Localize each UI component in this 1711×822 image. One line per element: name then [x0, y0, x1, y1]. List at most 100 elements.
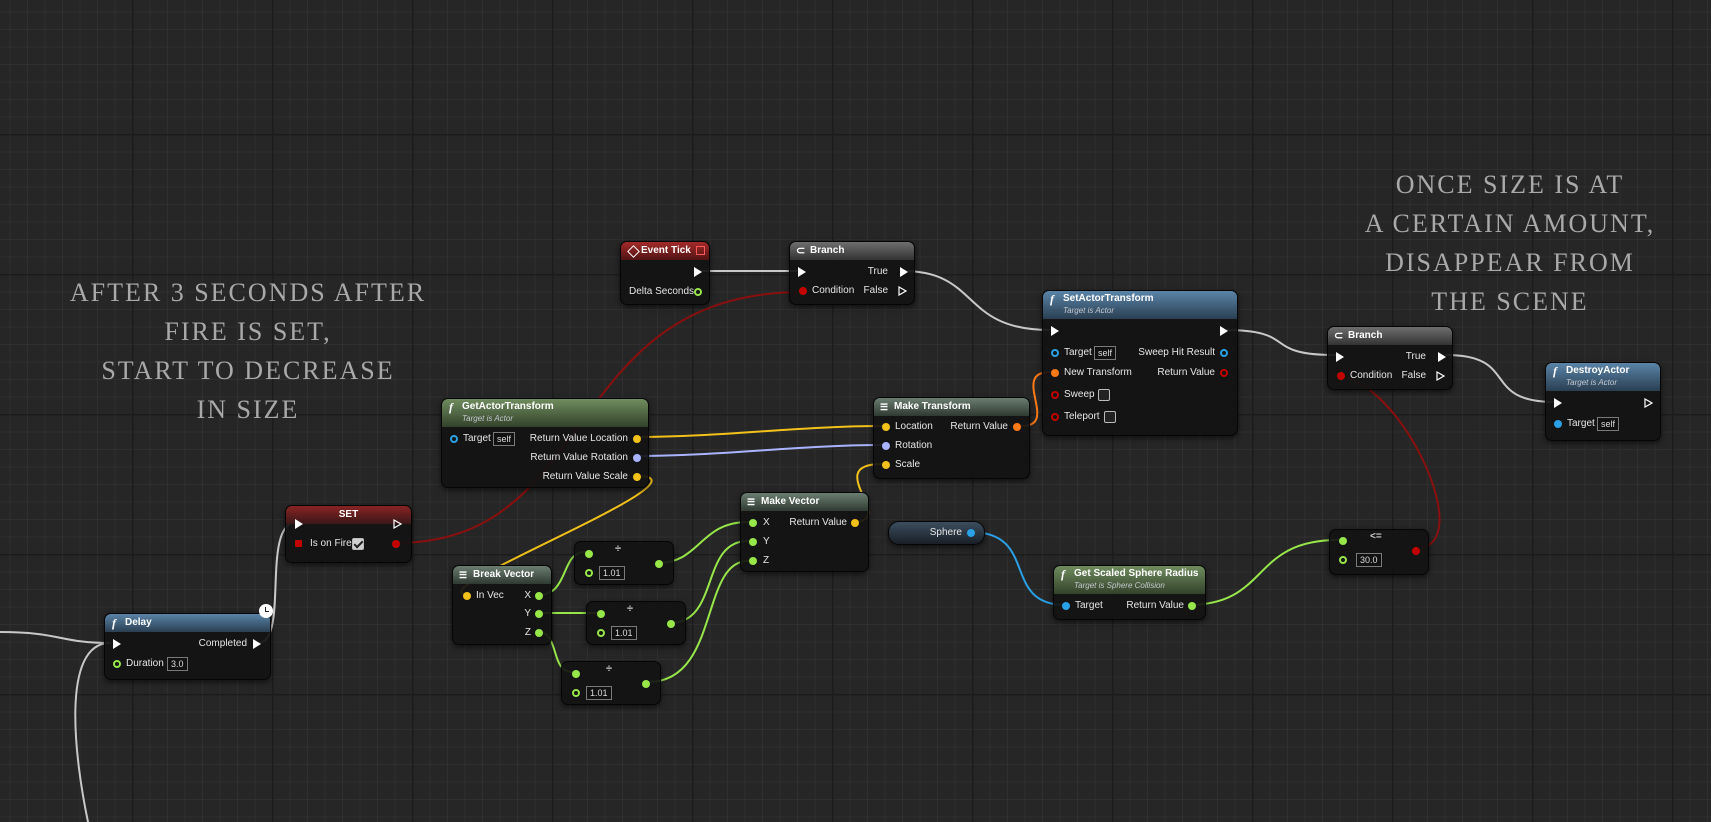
- node-divide-x[interactable]: 1.01 ÷: [574, 541, 674, 585]
- function-icon: f: [112, 616, 116, 630]
- duration-value-box[interactable]: 3.0: [167, 657, 188, 671]
- condition-pin[interactable]: [1337, 372, 1345, 380]
- scale-pin[interactable]: [882, 461, 890, 469]
- z-in-pin[interactable]: [749, 557, 757, 565]
- target-pin[interactable]: [1051, 349, 1059, 357]
- location-pin[interactable]: [882, 423, 890, 431]
- result-out-pin[interactable]: [667, 620, 675, 628]
- y-out-pin[interactable]: [535, 610, 543, 618]
- b-in-pin[interactable]: [597, 629, 605, 637]
- divisor-value-box[interactable]: 1.01: [611, 626, 637, 640]
- new-transform-pin[interactable]: [1051, 369, 1059, 377]
- divisor-value-box[interactable]: 1.01: [586, 686, 612, 700]
- condition-pin[interactable]: [799, 287, 807, 295]
- target-value-box[interactable]: self: [1094, 346, 1117, 360]
- comment-left-line: After 3 seconds after: [69, 278, 427, 307]
- comment-right: Once size is at a certain amount, disapp…: [1320, 165, 1700, 321]
- x-in-pin[interactable]: [749, 519, 757, 527]
- sphere-out-pin[interactable]: [967, 529, 975, 537]
- node-title: Make Transform: [894, 401, 971, 412]
- return-value-pin[interactable]: [1220, 369, 1228, 377]
- is-on-fire-pin[interactable]: [295, 540, 302, 547]
- node-branch-1[interactable]: ⊂Branch True Condition False: [789, 241, 915, 305]
- exec-in-pin[interactable]: [798, 267, 806, 277]
- exec-true-pin[interactable]: [900, 267, 908, 277]
- exec-out-pin[interactable]: [1644, 398, 1653, 408]
- node-sphere-variable[interactable]: Sphere: [888, 521, 985, 545]
- a-in-pin[interactable]: [1339, 537, 1347, 545]
- target-value-box[interactable]: self: [1597, 417, 1620, 431]
- exec-in-pin[interactable]: [295, 519, 303, 529]
- sweep-pin[interactable]: [1051, 391, 1059, 399]
- a-in-pin[interactable]: [597, 610, 605, 618]
- exec-in-pin[interactable]: [1051, 326, 1059, 336]
- b-in-pin[interactable]: [572, 689, 580, 697]
- sweep-hit-result-pin[interactable]: [1220, 349, 1228, 357]
- delta-seconds-pin[interactable]: [694, 288, 702, 296]
- exec-false-pin[interactable]: [898, 286, 907, 296]
- exec-true-pin[interactable]: [1438, 352, 1446, 362]
- return-value-pin[interactable]: [1013, 423, 1021, 431]
- node-set-is-on-fire[interactable]: SET Is on Fire: [285, 505, 412, 563]
- exec-out-pin[interactable]: [1220, 326, 1228, 336]
- in-vec-pin[interactable]: [463, 592, 471, 600]
- pin-label-is-on-fire: Is on Fire: [310, 538, 352, 549]
- wire-exec-entry-delay: [0, 631, 111, 644]
- location-pin[interactable]: [633, 435, 641, 443]
- wire-exec-branch2-destroy: [1445, 354, 1556, 403]
- pin-label-true: True: [1405, 351, 1426, 362]
- result-out-pin[interactable]: [642, 680, 650, 688]
- target-value-box[interactable]: self: [493, 432, 516, 446]
- a-in-pin[interactable]: [585, 550, 593, 558]
- divisor-value-box[interactable]: 1.01: [599, 566, 625, 580]
- teleport-checkbox[interactable]: [1104, 411, 1116, 423]
- node-less-equal-compare[interactable]: <= 30.0: [1329, 529, 1429, 575]
- rotation-pin[interactable]: [633, 454, 641, 462]
- scale-pin[interactable]: [633, 473, 641, 481]
- exec-out-pin[interactable]: [694, 267, 702, 277]
- b-in-pin[interactable]: [585, 569, 593, 577]
- sweep-checkbox[interactable]: [1098, 389, 1110, 401]
- pin-label-sweep-hit-result: Sweep Hit Result: [1138, 347, 1215, 358]
- exec-completed-pin[interactable]: [253, 639, 261, 649]
- exec-in-pin[interactable]: [1554, 398, 1562, 408]
- return-value-pin[interactable]: [1188, 602, 1196, 610]
- result-out-pin[interactable]: [655, 560, 663, 568]
- node-event-tick[interactable]: Event Tick Delta Seconds: [620, 241, 710, 305]
- exec-false-pin[interactable]: [1436, 371, 1445, 381]
- node-divide-z[interactable]: 1.01 ÷: [561, 661, 661, 705]
- a-in-pin[interactable]: [572, 670, 580, 678]
- pin-label-location: Location: [895, 421, 933, 432]
- node-divide-y[interactable]: 1.01 ÷: [586, 601, 686, 645]
- b-in-pin[interactable]: [1339, 556, 1347, 564]
- is-on-fire-checkbox[interactable]: [352, 538, 364, 550]
- z-out-pin[interactable]: [535, 629, 543, 637]
- is-on-fire-out-pin[interactable]: [392, 540, 400, 548]
- x-out-pin[interactable]: [535, 592, 543, 600]
- return-value-pin[interactable]: [851, 519, 859, 527]
- duration-pin[interactable]: [113, 660, 121, 668]
- rotation-pin[interactable]: [882, 442, 890, 450]
- node-header: ☰Make Vector: [741, 493, 868, 511]
- node-title: Branch: [1348, 330, 1383, 341]
- compare-value-box[interactable]: 30.0: [1356, 553, 1382, 567]
- node-make-transform[interactable]: ☰Make Transform Location Return Value Ro…: [873, 397, 1030, 479]
- target-pin[interactable]: [450, 435, 458, 443]
- target-pin[interactable]: [1062, 602, 1070, 610]
- teleport-pin[interactable]: [1051, 413, 1059, 421]
- exec-in-pin[interactable]: [113, 639, 121, 649]
- exec-out-pin[interactable]: [393, 519, 402, 529]
- node-make-vector[interactable]: ☰Make Vector X Return Value Y Z: [740, 492, 869, 572]
- node-branch-2[interactable]: ⊂Branch True Condition False: [1327, 326, 1453, 390]
- node-break-vector[interactable]: ☰Break Vector In Vec X Y Z: [452, 565, 552, 645]
- target-pin[interactable]: [1554, 420, 1562, 428]
- exec-in-pin[interactable]: [1336, 352, 1344, 362]
- result-out-pin[interactable]: [1412, 547, 1420, 555]
- y-in-pin[interactable]: [749, 538, 757, 546]
